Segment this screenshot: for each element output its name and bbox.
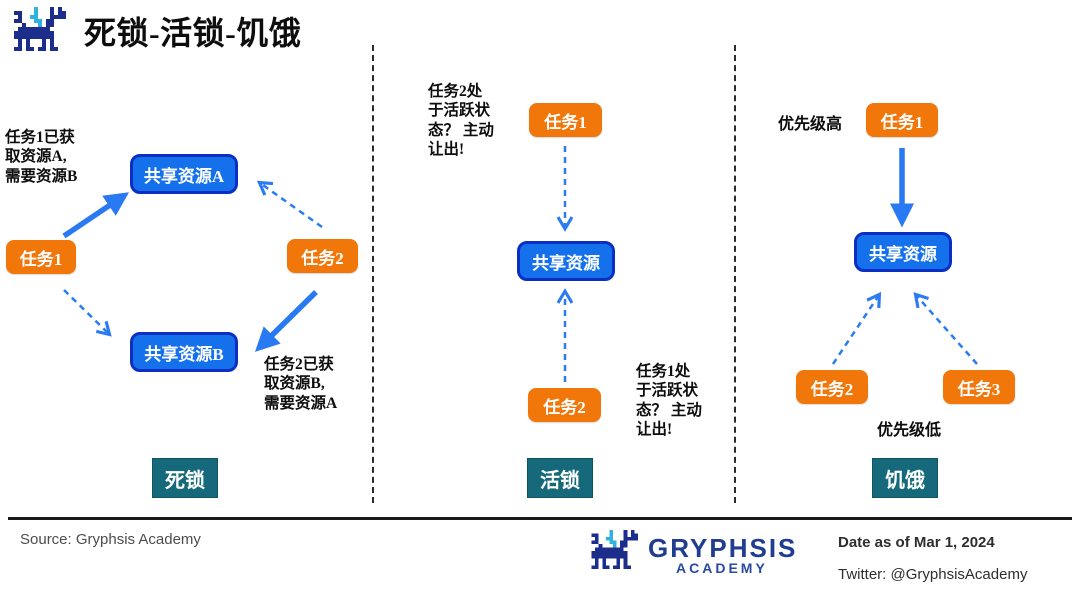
node-task1-starvation: 任务1: [866, 103, 938, 137]
arrow-task2-waits-resource: [831, 291, 882, 365]
starvation-priority-high: 优先级高: [778, 116, 843, 133]
label-starvation: 饥饿: [872, 458, 938, 498]
node-task3-starvation: 任务3: [943, 370, 1015, 404]
pixel-dragon-icon: [14, 7, 66, 51]
deadlock-note-task2: 任务2已获 取资源B, 需要资源A: [264, 356, 338, 412]
deadlock-note-task1: 任务1已获 取资源A, 需要资源B: [5, 129, 78, 185]
node-shared-resource-starvation: 共享资源: [854, 232, 952, 272]
node-task1-livelock: 任务1: [529, 103, 602, 137]
footer-logo-wordmark: GRYPHSIS: [648, 533, 798, 563]
node-task2-starvation: 任务2: [796, 370, 868, 404]
footer-date: Date as of Mar 1, 2024: [838, 534, 995, 551]
arrow-task2-to-resourceB: [254, 290, 318, 352]
arrow-task3-waits-resource: [913, 292, 978, 365]
node-shared-resource-b: 共享资源B: [130, 332, 238, 372]
node-shared-resource-a: 共享资源A: [130, 154, 238, 194]
livelock-note-task2: 任务2处 于活跃状 态？ 主动 让出!: [428, 83, 494, 158]
arrow-task2-wants-resourceA: [256, 180, 323, 229]
livelock-note-task1: 任务1处 于活跃状 态？ 主动 让出!: [636, 363, 702, 438]
panel-divider-right: [734, 45, 736, 503]
node-task2-livelock: 任务2: [528, 388, 601, 422]
arrow-task1-wants-resourceB: [63, 289, 112, 337]
starvation-priority-low: 优先级低: [877, 422, 942, 439]
panel-divider-left: [372, 45, 374, 503]
footer-divider: [8, 517, 1072, 520]
footer-twitter: Twitter: @GryphsisAcademy: [838, 566, 1028, 583]
node-task1-deadlock: 任务1: [6, 240, 76, 274]
arrow-task1-to-resourceA: [62, 192, 130, 239]
page-title: 死锁-活锁-饥饿: [84, 15, 302, 51]
footer-pixel-dragon-icon: [591, 529, 638, 570]
node-task2-deadlock: 任务2: [287, 239, 358, 273]
node-shared-resource-livelock: 共享资源: [517, 241, 615, 281]
footer-logo-subtext: ACADEMY: [676, 560, 768, 576]
source-text: Source: Gryphsis Academy: [20, 531, 201, 548]
label-livelock: 活锁: [527, 458, 593, 498]
label-deadlock: 死锁: [152, 458, 218, 498]
